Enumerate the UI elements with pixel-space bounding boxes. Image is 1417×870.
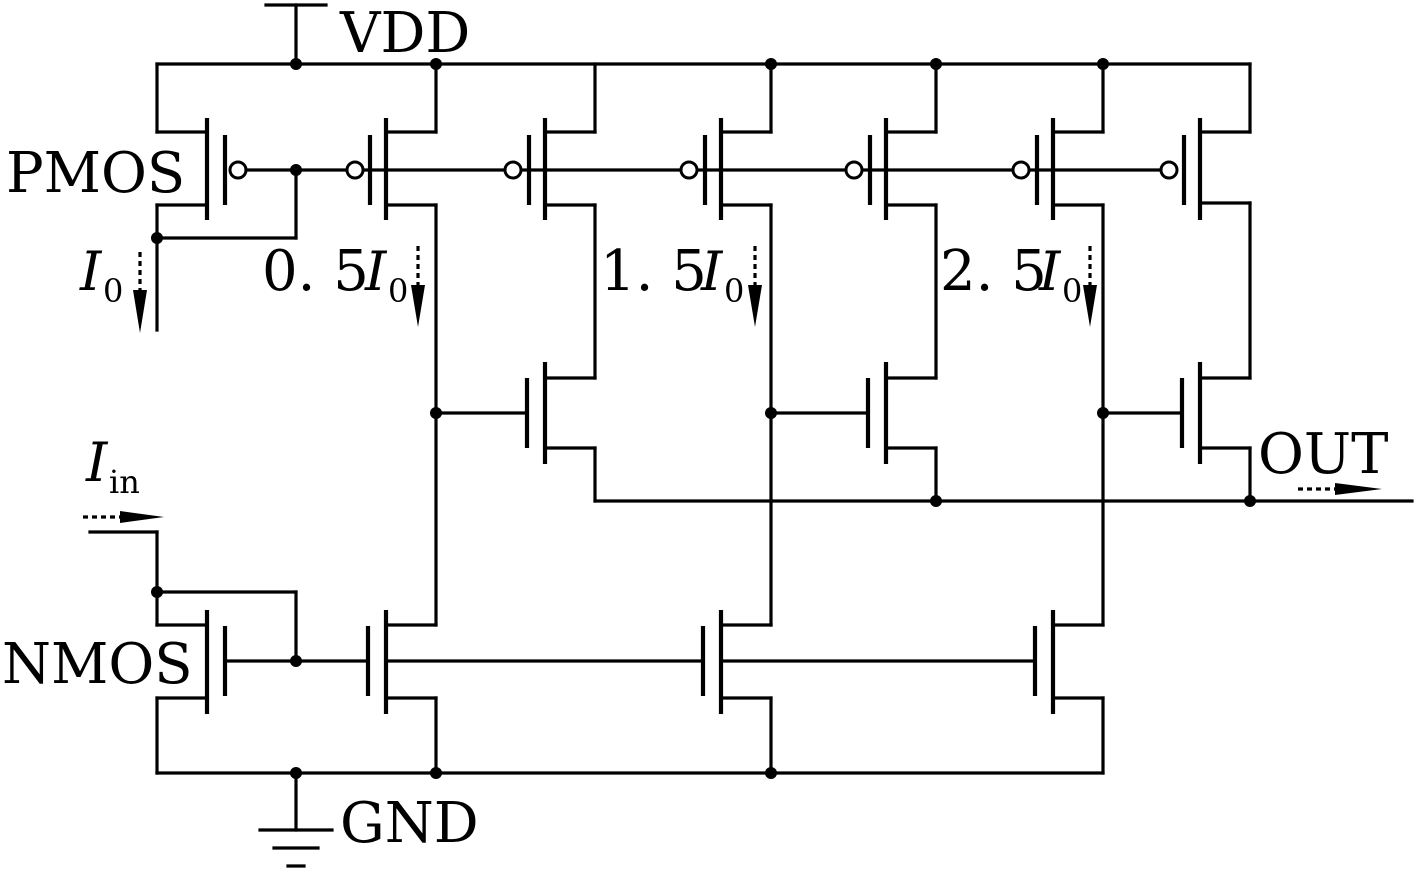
vdd-rail	[155, 3, 1252, 66]
switch-transistors	[434, 362, 1414, 503]
pmos-label: PMOS	[6, 141, 185, 206]
iin-subscript: in	[109, 463, 140, 501]
iin-symbol: I	[85, 431, 109, 494]
current-label-2p5-coef: 2. 5	[940, 239, 1047, 304]
current-label-2p5-symbol: I	[1038, 240, 1062, 303]
current-label-1p5-symbol: I	[700, 240, 724, 303]
out-label: OUT	[1258, 422, 1388, 487]
vdd-label: VDD	[339, 1, 470, 66]
gnd-label: GND	[340, 791, 479, 856]
current-label-1p5-coef: 1. 5	[600, 239, 707, 304]
i0-symbol: I	[79, 240, 103, 303]
current-label-0p5-coef: 0. 5	[262, 239, 369, 304]
i0-subscript: 0	[103, 272, 123, 310]
current-arrows	[83, 246, 1382, 523]
current-label-0p5-symbol: I	[364, 240, 388, 303]
nmos-label: NMOS	[2, 632, 193, 697]
current-label-2p5-subscript: 0	[1062, 272, 1082, 310]
current-label-0p5-subscript: 0	[388, 272, 408, 310]
gnd-rail	[155, 771, 1105, 868]
nmos-mirror	[88, 530, 1105, 775]
pmos-mirror	[155, 62, 1252, 627]
current-label-1p5-subscript: 0	[724, 272, 744, 310]
junction-dots	[151, 58, 1256, 779]
